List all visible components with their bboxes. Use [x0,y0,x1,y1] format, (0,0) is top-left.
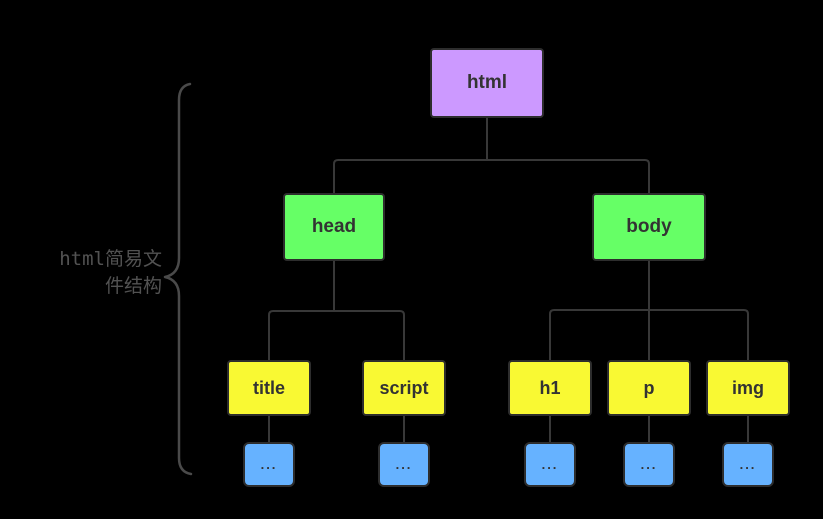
diagram-label-line1: html简易文 [59,248,162,270]
node-h1: h1 [508,360,592,416]
node-img: img [706,360,790,416]
node-img-ellipsis-label: ... [739,457,757,472]
node-head-label: head [311,216,357,237]
node-h1-ellipsis-label: ... [541,457,559,472]
node-html-label: html [466,72,508,93]
node-script-label: script [379,377,429,398]
node-title: title [227,360,311,416]
node-img-ellipsis: ... [722,442,774,487]
node-p-label: p [643,377,655,398]
node-body: body [592,193,706,261]
node-script-ellipsis-label: ... [395,457,413,472]
node-p: p [607,360,691,416]
node-script-ellipsis: ... [378,442,430,487]
node-script: script [362,360,446,416]
node-title-label: title [252,377,285,398]
node-p-ellipsis-label: ... [640,457,658,472]
node-h1-label: h1 [539,377,561,398]
node-h1-ellipsis: ... [524,442,576,487]
node-title-ellipsis-label: ... [260,457,278,472]
node-head: head [283,193,385,261]
connector-html-children [333,118,650,193]
node-html: html [430,48,544,118]
diagram-label: html简易文 件结构 [22,246,162,300]
connector-head-children [268,261,405,361]
node-title-ellipsis: ... [243,442,295,487]
node-img-label: img [731,377,764,398]
node-body-label: body [626,216,672,237]
curly-brace [163,82,193,476]
connector-leaf-lines [268,416,749,442]
node-p-ellipsis: ... [623,442,675,487]
diagram-label-line2: 件结构 [104,275,162,297]
connector-body-children [549,261,749,360]
